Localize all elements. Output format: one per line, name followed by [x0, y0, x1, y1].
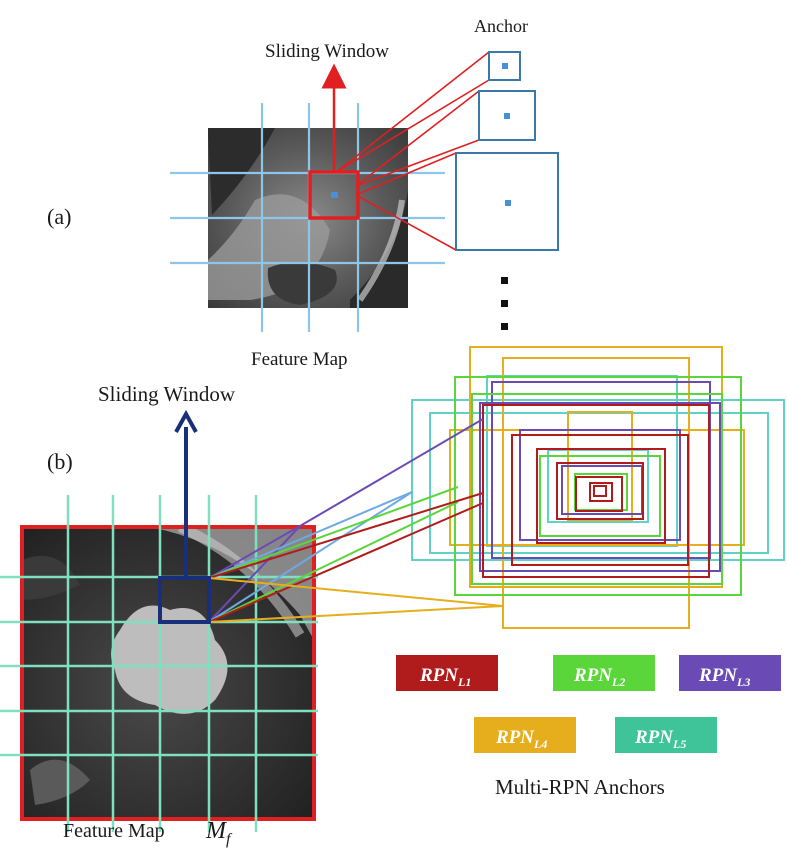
anchor-box-small-center	[502, 63, 508, 69]
ellipsis-dots	[501, 277, 508, 330]
legend-rpn-l1-sub: L1	[457, 675, 471, 689]
legend-rpn-l2: RPNL2	[553, 655, 655, 691]
legend-rpn-l4-sub: L4	[533, 737, 547, 751]
sliding-window-b-arrowhead	[174, 409, 198, 433]
feature-map-b-label-text: Feature Map	[63, 820, 165, 842]
anchor-boxes-a	[455, 51, 559, 251]
legend-rpn-l5-swatch	[615, 717, 717, 753]
legend-rpn-l3-sub: L3	[736, 675, 750, 689]
sliding-window-a-label: Sliding Window	[265, 41, 389, 62]
legend-rpn-l4-base: RPN	[495, 727, 535, 748]
svg-text:RPNL3: RPNL3	[698, 665, 750, 689]
anchor-box-large-center	[505, 200, 511, 206]
svg-text:RPNL2: RPNL2	[573, 665, 625, 689]
legend-rpn-l5: RPNL5	[615, 717, 717, 753]
anchor-connectors-b	[208, 418, 504, 623]
legend-rpn-l3-swatch	[679, 655, 781, 691]
legend-rpn-l5-sub: L5	[672, 737, 686, 751]
legend-rpn-l2-base: RPN	[573, 665, 613, 686]
legend-rpn-l1-swatch	[396, 655, 498, 691]
anchor-label: Anchor	[474, 16, 528, 36]
legend-rpn-l3: RPNL3	[679, 655, 781, 691]
legend-rpn-l1-base: RPN	[419, 665, 459, 686]
feature-map-b-symbol-sub: f	[226, 831, 233, 848]
panel-a-label: (a)	[47, 204, 71, 229]
sliding-window-b-label: Sliding Window	[98, 382, 236, 406]
feature-map-b-border	[20, 525, 316, 821]
rpn-legend: RPNL1 RPNL2 RPNL3 RPNL4 RPNL5	[396, 655, 781, 753]
legend-rpn-l4: RPNL4	[474, 717, 576, 753]
svg-text:RPNL1: RPNL1	[419, 665, 471, 689]
feature-map-b-image	[22, 522, 314, 819]
legend-rpn-l5-base: RPN	[634, 727, 674, 748]
multi-rpn-anchors-caption: Multi-RPN Anchors	[495, 775, 665, 799]
feature-map-b-label: Feature Map	[63, 820, 165, 842]
sliding-window-a-center	[331, 192, 338, 198]
legend-rpn-l1: RPNL1	[396, 655, 498, 691]
legend-rpn-l2-swatch	[553, 655, 655, 691]
svg-text:RPNL5: RPNL5	[634, 727, 686, 751]
feature-map-b-symbol-base: M	[205, 818, 228, 844]
legend-rpn-l2-sub: L2	[611, 675, 625, 689]
svg-text:RPNL4: RPNL4	[495, 727, 547, 751]
legend-rpn-l4-swatch	[474, 717, 576, 753]
feature-map-b-symbol: Mf	[205, 818, 233, 848]
anchor-box-medium-center	[504, 113, 510, 119]
multi-rpn-anchor-stack	[411, 346, 785, 629]
legend-rpn-l3-base: RPN	[698, 665, 738, 686]
anchor-connectors-a	[334, 51, 490, 251]
feature-map-a-label: Feature Map	[251, 349, 348, 370]
panel-b-label: (b)	[47, 449, 73, 474]
